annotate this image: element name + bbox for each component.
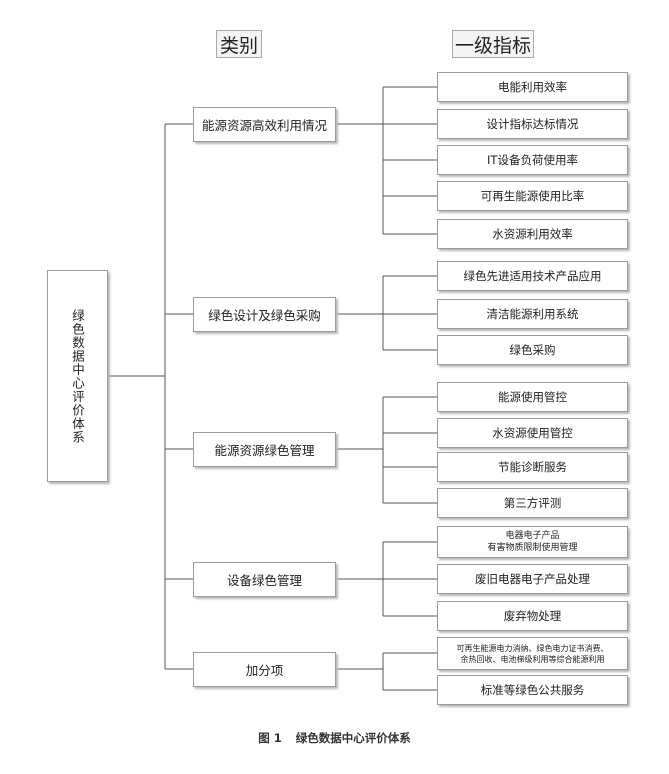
indicator-box: 节能诊断服务	[437, 452, 628, 482]
indicator-box: 电器电子产品 有害物质限制使用管理	[437, 526, 628, 558]
indicator-header: 一级指标	[452, 30, 534, 58]
indicator-box: 可再生能源电力消纳、绿色电力证书消费、 余热回收、电池梯级利用等综合能源利用	[437, 637, 628, 670]
indicator-box: 电能利用效率	[437, 72, 628, 102]
indicator-box: 废旧电器电子产品处理	[437, 564, 628, 594]
indicator-box: 水资源使用管控	[437, 418, 628, 448]
category-energy-efficiency: 能源资源高效利用情况	[193, 107, 336, 142]
category-green-design-procurement: 绿色设计及绿色采购	[193, 297, 336, 332]
category-header: 类别	[216, 30, 262, 58]
root-node: 绿色数据中心评价体系	[47, 270, 108, 482]
indicator-box: IT设备负荷使用率	[437, 145, 628, 175]
indicator-box: 清洁能源利用系统	[437, 299, 628, 329]
indicator-box: 可再生能源使用比率	[437, 181, 628, 211]
indicator-box: 废弃物处理	[437, 601, 628, 631]
indicator-box: 标准等绿色公共服务	[437, 675, 628, 705]
indicator-box: 水资源利用效率	[437, 219, 628, 249]
category-green-management: 能源资源绿色管理	[193, 432, 336, 467]
category-bonus: 加分项	[193, 652, 336, 687]
indicator-box: 第三方评测	[437, 488, 628, 518]
indicator-box: 设计指标达标情况	[437, 109, 628, 139]
indicator-box: 能源使用管控	[437, 382, 628, 412]
figure-caption: 图 1 绿色数据中心评价体系	[0, 730, 669, 746]
category-equipment-management: 设备绿色管理	[193, 562, 336, 597]
figure-number: 图 1	[258, 731, 282, 745]
figure-title: 绿色数据中心评价体系	[295, 731, 411, 745]
indicator-box: 绿色先进适用技术产品应用	[437, 261, 628, 291]
indicator-box: 绿色采购	[437, 335, 628, 365]
